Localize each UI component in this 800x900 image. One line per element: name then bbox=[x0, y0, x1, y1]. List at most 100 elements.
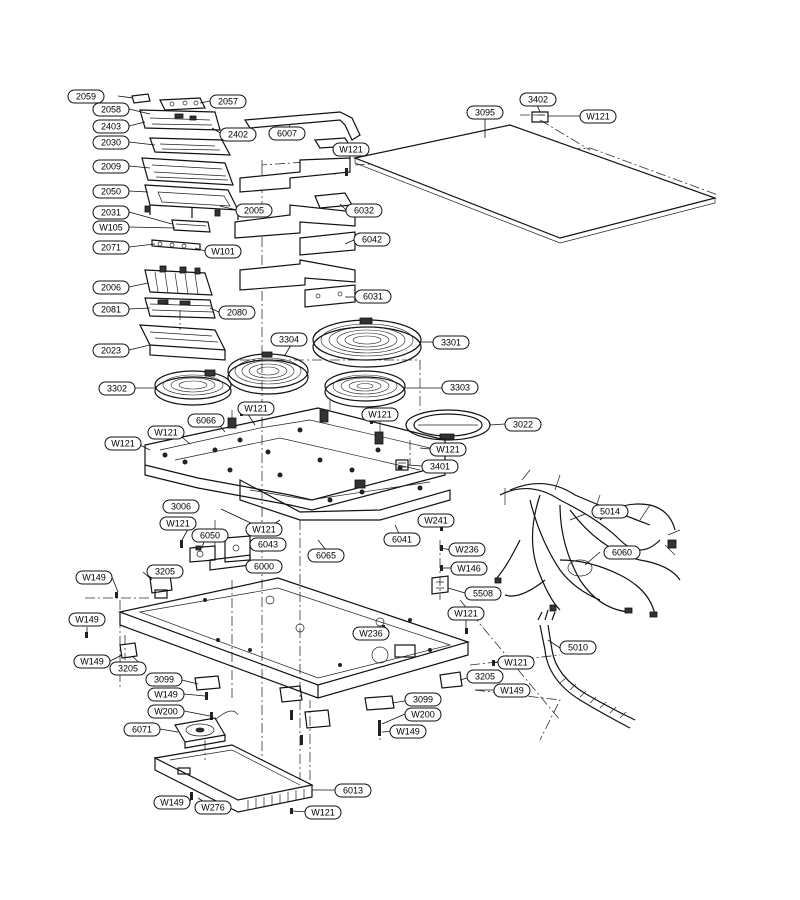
label-w149: W149 bbox=[75, 615, 99, 625]
label-w121: W121 bbox=[454, 609, 478, 619]
label-6013: 6013 bbox=[343, 786, 363, 796]
callout-2031: 2031 bbox=[92, 205, 130, 220]
callout-labels: 2059 2057 2058 2403 2402 2030 2009 2050 … bbox=[67, 89, 641, 820]
label-w121: W121 bbox=[244, 404, 268, 414]
callout-2059: 2059 bbox=[67, 89, 105, 104]
callout-6031: 6031 bbox=[354, 289, 392, 304]
label-2059: 2059 bbox=[76, 92, 96, 102]
label-2023: 2023 bbox=[101, 346, 121, 356]
radiant-burners bbox=[154, 317, 491, 471]
callout-w200-b: W200 bbox=[404, 707, 442, 722]
callout-w236-a: W236 bbox=[448, 542, 486, 557]
callout-2050: 2050 bbox=[92, 184, 130, 199]
callout-6066: 6066 bbox=[187, 413, 225, 428]
callout-2006: 2006 bbox=[92, 280, 130, 295]
callout-w121-e: W121 bbox=[147, 425, 185, 440]
callout-6071: 6071 bbox=[123, 722, 161, 737]
callout-6007: 6007 bbox=[268, 126, 306, 141]
label-2081: 2081 bbox=[101, 305, 121, 315]
callout-2081: 2081 bbox=[92, 302, 130, 317]
callout-2080: 2080 bbox=[218, 305, 256, 320]
label-3302: 3302 bbox=[107, 384, 127, 394]
callout-w101: W101 bbox=[204, 244, 242, 259]
label-3402: 3402 bbox=[528, 95, 548, 105]
callout-w276: W276 bbox=[194, 800, 232, 815]
callout-w121-h: W121 bbox=[159, 516, 197, 531]
callout-3099-b: 3099 bbox=[404, 692, 442, 707]
cooling-fan bbox=[174, 710, 239, 749]
label-5508: 5508 bbox=[473, 589, 493, 599]
callout-w149-e: W149 bbox=[147, 687, 185, 702]
label-3022: 3022 bbox=[513, 420, 533, 430]
label-2071: 2071 bbox=[101, 243, 121, 253]
callout-2403: 2403 bbox=[92, 119, 130, 134]
label-6032: 6032 bbox=[354, 206, 374, 216]
callout-w121-a: W121 bbox=[332, 142, 370, 157]
glass-top bbox=[352, 111, 718, 244]
callout-6042: 6042 bbox=[353, 232, 391, 247]
callout-6065: 6065 bbox=[307, 548, 345, 563]
callout-2005: 2005 bbox=[235, 203, 273, 218]
callout-w105: W105 bbox=[92, 220, 130, 235]
label-3099: 3099 bbox=[413, 695, 433, 705]
label-w121: W121 bbox=[339, 145, 363, 155]
label-3303: 3303 bbox=[450, 383, 470, 393]
callout-w149-c: W149 bbox=[73, 654, 111, 669]
callout-w121-i: W121 bbox=[245, 522, 283, 537]
callout-5014: 5014 bbox=[591, 504, 629, 519]
callout-6000: 6000 bbox=[245, 559, 283, 574]
label-3205: 3205 bbox=[118, 664, 138, 674]
label-w149: W149 bbox=[396, 727, 420, 737]
wire-harness bbox=[494, 469, 681, 618]
callout-w146: W146 bbox=[450, 561, 488, 576]
callout-6032: 6032 bbox=[345, 203, 383, 218]
callout-2057: 2057 bbox=[209, 94, 247, 109]
callout-w149-d: W149 bbox=[493, 683, 531, 698]
callout-w121-b: W121 bbox=[579, 109, 617, 124]
label-w200: W200 bbox=[411, 710, 435, 720]
label-w121: W121 bbox=[166, 519, 190, 529]
label-w121: W121 bbox=[586, 112, 610, 122]
label-6000: 6000 bbox=[254, 562, 274, 572]
callout-w121-j: W121 bbox=[447, 606, 485, 621]
power-cord bbox=[537, 609, 636, 729]
callout-2009: 2009 bbox=[92, 159, 130, 174]
label-3006: 3006 bbox=[171, 502, 191, 512]
callout-3301: 3301 bbox=[432, 335, 470, 350]
label-6007: 6007 bbox=[277, 129, 297, 139]
label-w149: W149 bbox=[500, 686, 524, 696]
label-5010: 5010 bbox=[568, 643, 588, 653]
label-2006: 2006 bbox=[101, 283, 121, 293]
label-w200: W200 bbox=[154, 707, 178, 717]
callout-3205-a: 3205 bbox=[146, 564, 184, 579]
label-3301: 3301 bbox=[441, 338, 461, 348]
label-w149: W149 bbox=[160, 798, 184, 808]
label-w149: W149 bbox=[80, 657, 104, 667]
label-w121: W121 bbox=[436, 445, 460, 455]
callout-3302: 3302 bbox=[98, 381, 136, 396]
label-6071: 6071 bbox=[132, 725, 152, 735]
callout-3402: 3402 bbox=[519, 92, 557, 107]
label-2031: 2031 bbox=[101, 208, 121, 218]
label-3205: 3205 bbox=[475, 672, 495, 682]
callout-2023: 2023 bbox=[92, 343, 130, 358]
callout-w121-l: W121 bbox=[304, 805, 342, 820]
callout-2071: 2071 bbox=[92, 240, 130, 255]
label-w146: W146 bbox=[457, 564, 481, 574]
callout-w121-f: W121 bbox=[104, 436, 142, 451]
callout-3401: 3401 bbox=[421, 459, 459, 474]
label-5014: 5014 bbox=[600, 507, 620, 517]
callout-6043: 6043 bbox=[249, 537, 287, 552]
callout-5508: 5508 bbox=[464, 586, 502, 601]
label-2402: 2402 bbox=[228, 130, 248, 140]
label-2058: 2058 bbox=[101, 105, 121, 115]
label-w236: W236 bbox=[455, 545, 479, 555]
callout-6050: 6050 bbox=[191, 528, 229, 543]
label-3099: 3099 bbox=[154, 675, 174, 685]
callout-w149-f: W149 bbox=[389, 724, 427, 739]
callout-6060: 6060 bbox=[603, 545, 641, 560]
callout-w236-b: W236 bbox=[352, 626, 390, 641]
label-3401: 3401 bbox=[430, 462, 450, 472]
callout-5010: 5010 bbox=[559, 640, 597, 655]
brackets bbox=[234, 111, 361, 308]
